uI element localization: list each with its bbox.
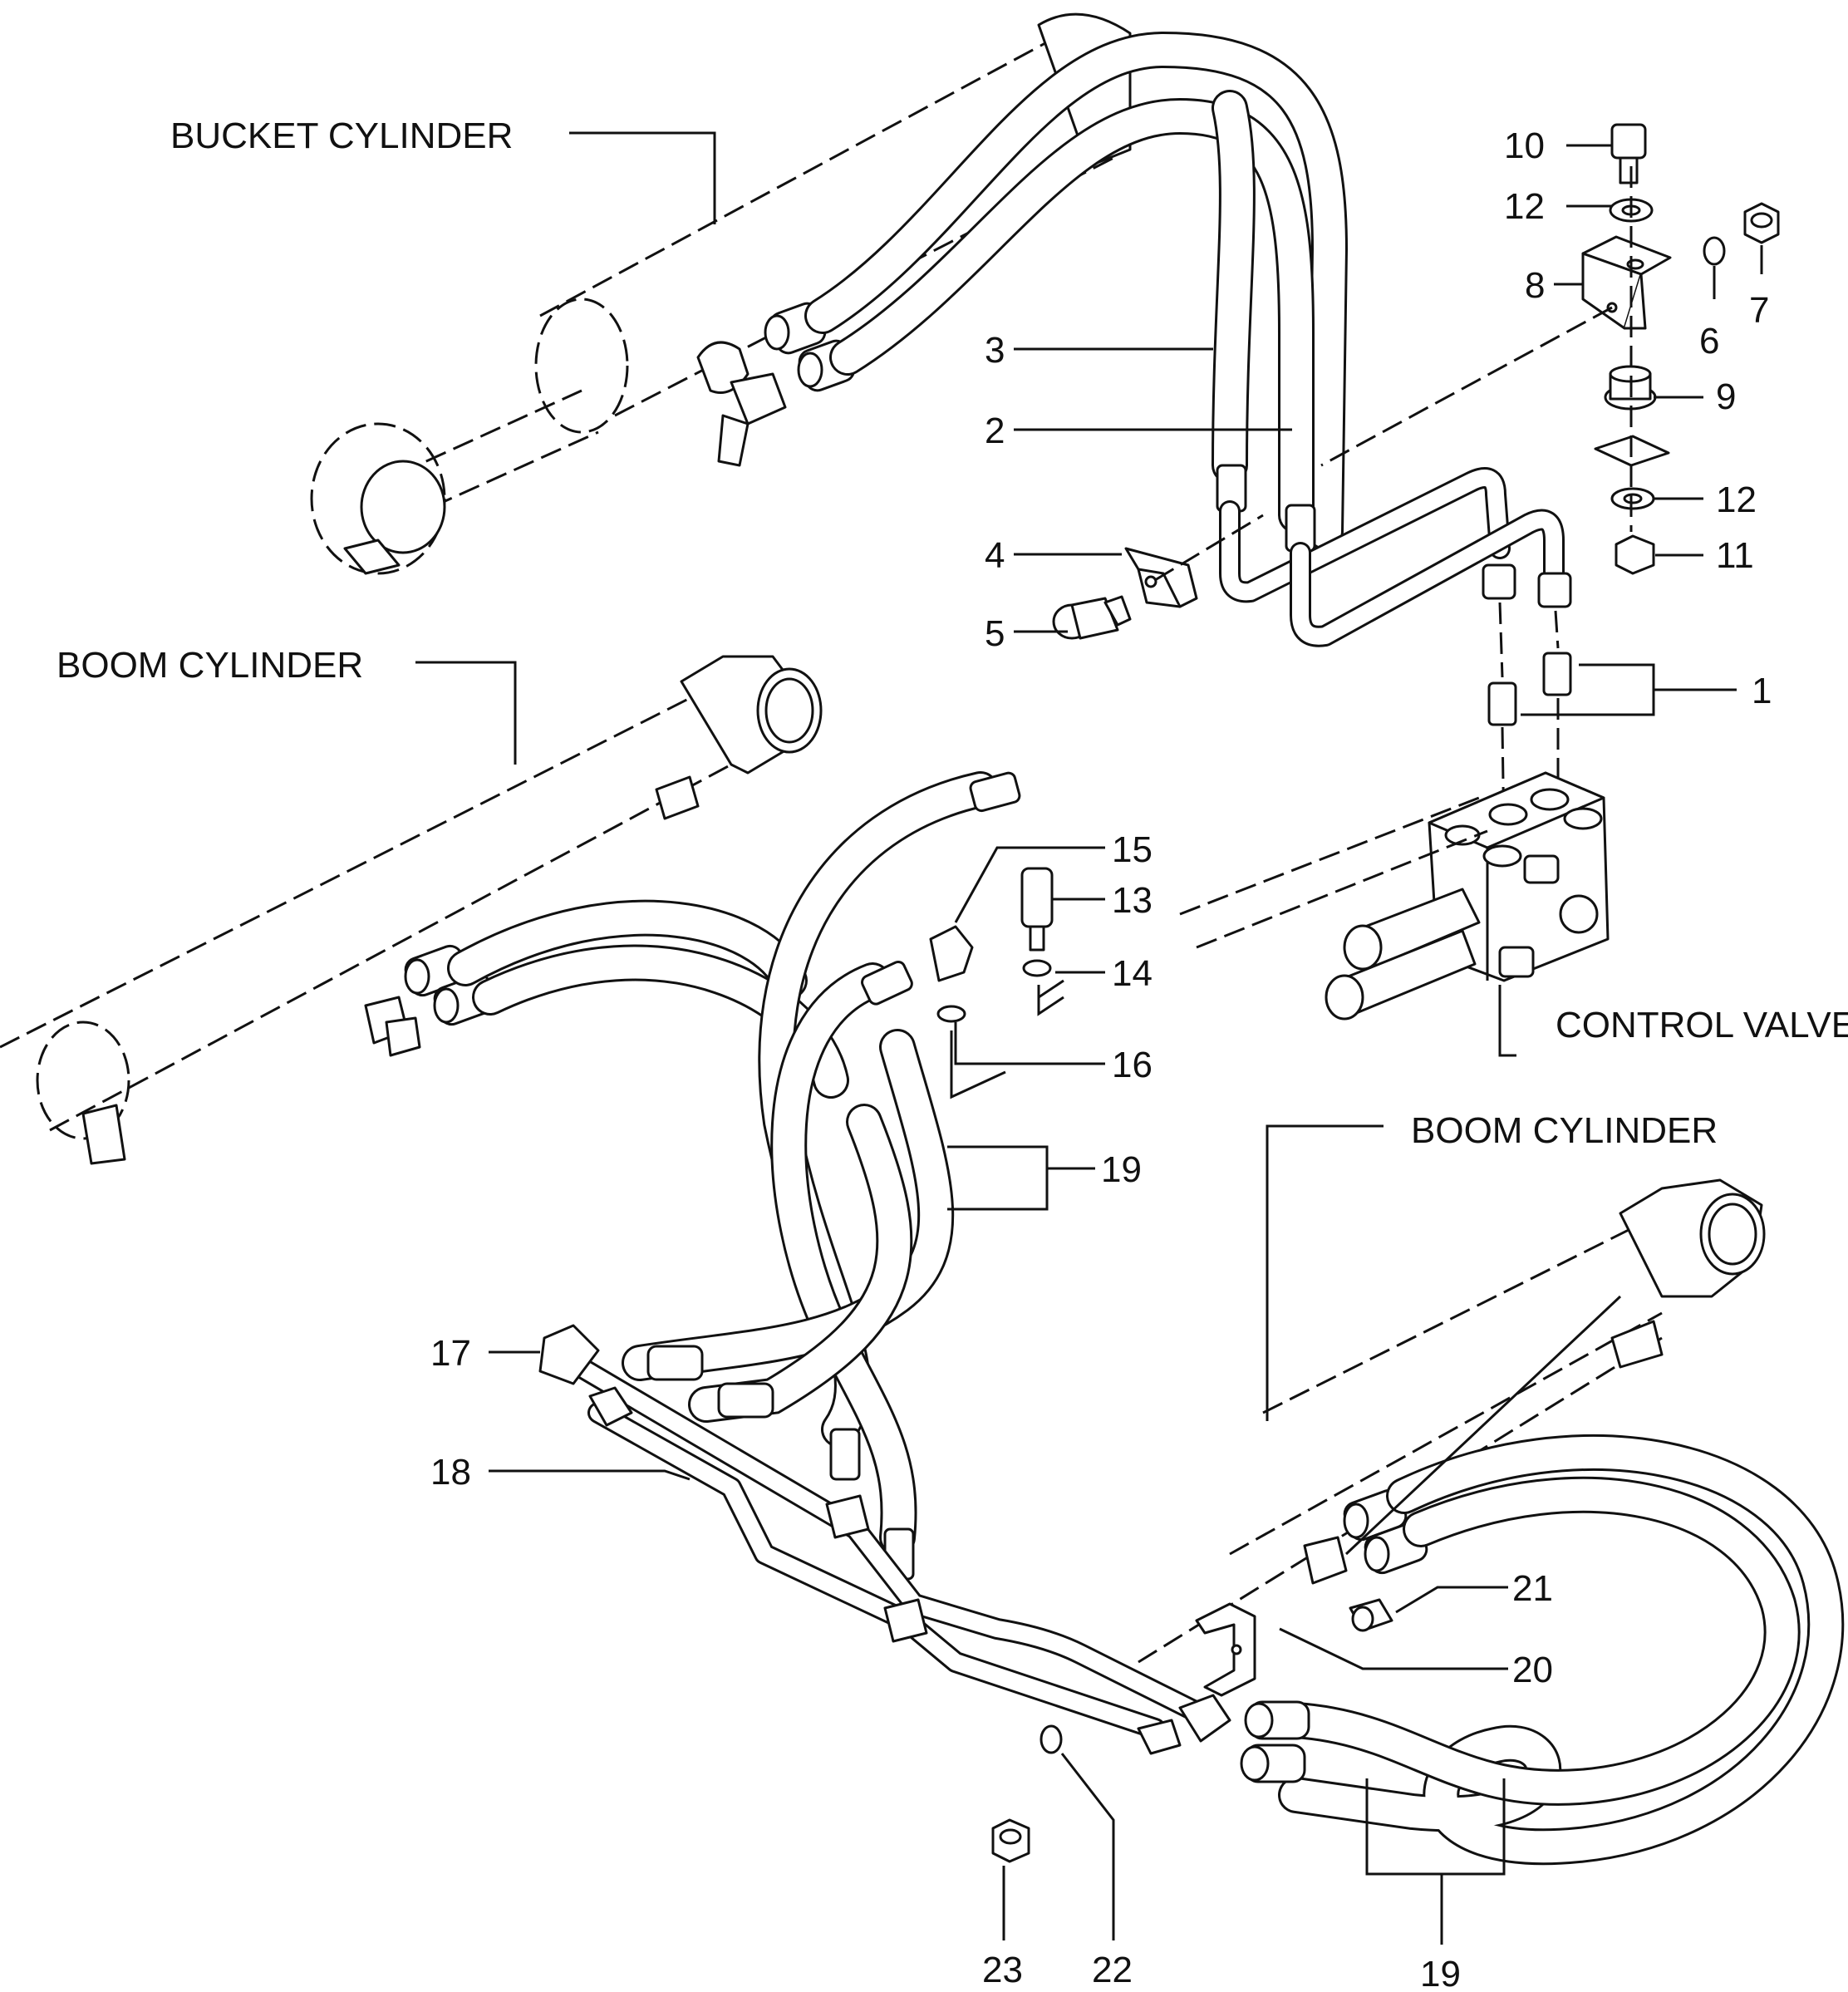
callout-8: 8: [1525, 265, 1545, 306]
boom-cylinder-right-label: BOOM CYLINDER: [1411, 1110, 1718, 1151]
hose-end-fitting-lower: [1240, 1744, 1306, 1783]
callout-22: 22: [1092, 1950, 1133, 1990]
callout-18: 18: [430, 1452, 471, 1493]
callout-14: 14: [1112, 953, 1153, 994]
bracket-hardware: [1320, 123, 1780, 575]
control-valve-label: CONTROL VALVE: [1556, 1005, 1848, 1045]
callout-9: 9: [1716, 376, 1736, 417]
callout-19-center: 19: [1101, 1149, 1142, 1190]
callout-2: 2: [985, 411, 1005, 451]
callout-6: 6: [1699, 321, 1719, 362]
callout-1: 1: [1752, 671, 1772, 711]
boom-cylinder-left-label: BOOM CYLINDER: [57, 645, 363, 686]
callout-21: 21: [1512, 1568, 1553, 1609]
hoses-19-center: [447, 771, 1021, 1581]
leader-lines: [415, 131, 1763, 1945]
boom-cylinder-left: [0, 655, 823, 1165]
clamp-bolt: [1052, 595, 1132, 640]
hose-end-fitting-upper: [1244, 1700, 1310, 1740]
callout-19-bottom: 19: [1420, 1954, 1461, 1992]
callout-12-lower: 12: [1716, 480, 1757, 520]
callout-23: 23: [982, 1950, 1023, 1990]
callout-4: 4: [985, 535, 1005, 576]
bolt-21: [1349, 1598, 1393, 1632]
callout-7: 7: [1749, 290, 1769, 331]
bucket-hoses: [804, 31, 1349, 553]
callout-16: 16: [1112, 1045, 1153, 1085]
boom-cylinder-right: [1138, 1178, 1766, 1664]
callout-13: 13: [1112, 880, 1153, 921]
callout-15: 15: [1112, 829, 1153, 870]
hose-clamp: [1124, 514, 1264, 608]
callout-10: 10: [1504, 125, 1545, 166]
callout-11: 11: [1716, 535, 1754, 576]
washer-22: [1040, 1724, 1063, 1754]
callout-12-upper: 12: [1504, 186, 1545, 227]
bucket-cylinder-label: BUCKET CYLINDER: [170, 116, 513, 156]
callout-3: 3: [985, 330, 1005, 371]
callout-5: 5: [985, 613, 1005, 654]
steel-tube-18: [538, 1324, 1231, 1755]
control-valve: [1179, 771, 1610, 1021]
fittings-13-16: [929, 867, 1064, 1099]
nut-23: [991, 1818, 1030, 1863]
callout-17: 17: [430, 1333, 471, 1374]
bucket-steel-tubes: [1219, 467, 1572, 647]
clamp-20: [1195, 1602, 1256, 1697]
callout-20: 20: [1512, 1650, 1553, 1690]
bucket-cylinder: [310, 12, 1132, 575]
hoses-19-right: [1240, 1434, 1845, 1866]
